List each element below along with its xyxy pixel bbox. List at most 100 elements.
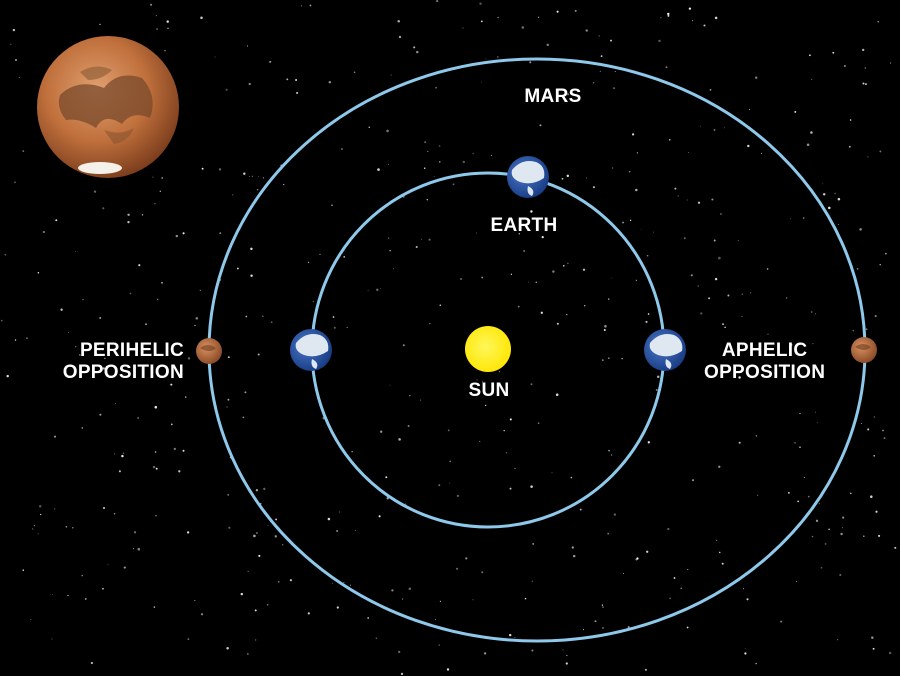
star	[479, 440, 481, 442]
star	[509, 487, 512, 490]
star	[794, 442, 796, 444]
perihelic-label-line2: OPPOSITION	[62, 362, 184, 383]
star	[894, 546, 897, 549]
star	[565, 662, 568, 665]
star	[65, 526, 68, 528]
star	[354, 529, 356, 531]
star	[697, 285, 699, 287]
star	[137, 417, 139, 419]
star	[572, 554, 576, 558]
star	[397, 19, 400, 23]
star	[343, 256, 346, 258]
star	[767, 333, 769, 335]
star	[449, 482, 451, 484]
star	[398, 650, 401, 654]
star	[872, 647, 875, 650]
star	[402, 598, 404, 600]
star	[398, 35, 402, 39]
star	[850, 492, 852, 495]
star	[15, 59, 17, 61]
star	[200, 613, 204, 616]
star	[874, 315, 877, 318]
aphelic-opposition-label: APHELIC OPPOSITION	[704, 340, 825, 384]
star	[127, 366, 130, 368]
star	[677, 195, 679, 197]
star	[714, 277, 718, 281]
star	[530, 485, 533, 488]
star	[530, 210, 533, 213]
star	[686, 199, 688, 201]
star	[700, 312, 703, 315]
aphelic-label-line1: APHELIC	[721, 340, 808, 361]
star	[815, 411, 817, 413]
earth-label: EARTH	[490, 215, 558, 236]
star	[416, 50, 419, 54]
star	[815, 519, 819, 522]
star	[640, 228, 642, 230]
star	[636, 152, 639, 154]
star	[153, 606, 156, 608]
star	[37, 533, 39, 535]
star	[201, 167, 204, 170]
star	[718, 256, 721, 260]
star	[871, 636, 874, 639]
star	[688, 7, 692, 10]
star	[562, 649, 564, 651]
star	[667, 14, 670, 17]
star	[262, 177, 264, 179]
star	[154, 451, 157, 453]
star	[51, 638, 53, 640]
star	[327, 517, 331, 521]
star	[628, 171, 631, 173]
star	[353, 71, 356, 74]
star	[592, 82, 595, 84]
star	[367, 290, 369, 292]
star	[152, 465, 156, 469]
star	[585, 177, 588, 179]
star	[718, 551, 721, 554]
star	[262, 315, 264, 317]
star	[449, 460, 452, 463]
star	[226, 647, 229, 650]
star	[621, 357, 623, 360]
star	[790, 343, 793, 346]
star	[796, 580, 797, 582]
star	[582, 629, 585, 631]
star	[227, 356, 230, 359]
star	[529, 61, 532, 64]
star	[200, 16, 203, 20]
star	[636, 557, 639, 560]
star	[419, 399, 421, 401]
star	[883, 437, 886, 440]
star	[460, 278, 462, 280]
star	[816, 422, 818, 424]
star	[818, 503, 820, 505]
star	[811, 78, 813, 81]
star	[253, 534, 256, 538]
star	[99, 413, 102, 416]
star	[263, 487, 266, 491]
aphelic-label-line2: OPPOSITION	[704, 362, 826, 383]
star	[40, 513, 42, 516]
star	[890, 62, 892, 64]
earth-icon	[644, 329, 686, 371]
star	[510, 273, 513, 275]
star	[498, 371, 501, 373]
star	[837, 197, 841, 201]
star	[429, 323, 431, 325]
star	[524, 597, 527, 600]
star	[346, 326, 348, 328]
star	[480, 20, 483, 23]
star	[743, 588, 745, 590]
star	[535, 281, 538, 284]
star	[592, 186, 595, 189]
star	[867, 428, 870, 431]
star	[113, 513, 116, 515]
star	[472, 599, 474, 601]
star	[79, 354, 81, 356]
star	[653, 231, 654, 233]
star	[708, 297, 711, 300]
star	[32, 528, 34, 530]
star	[748, 109, 751, 111]
